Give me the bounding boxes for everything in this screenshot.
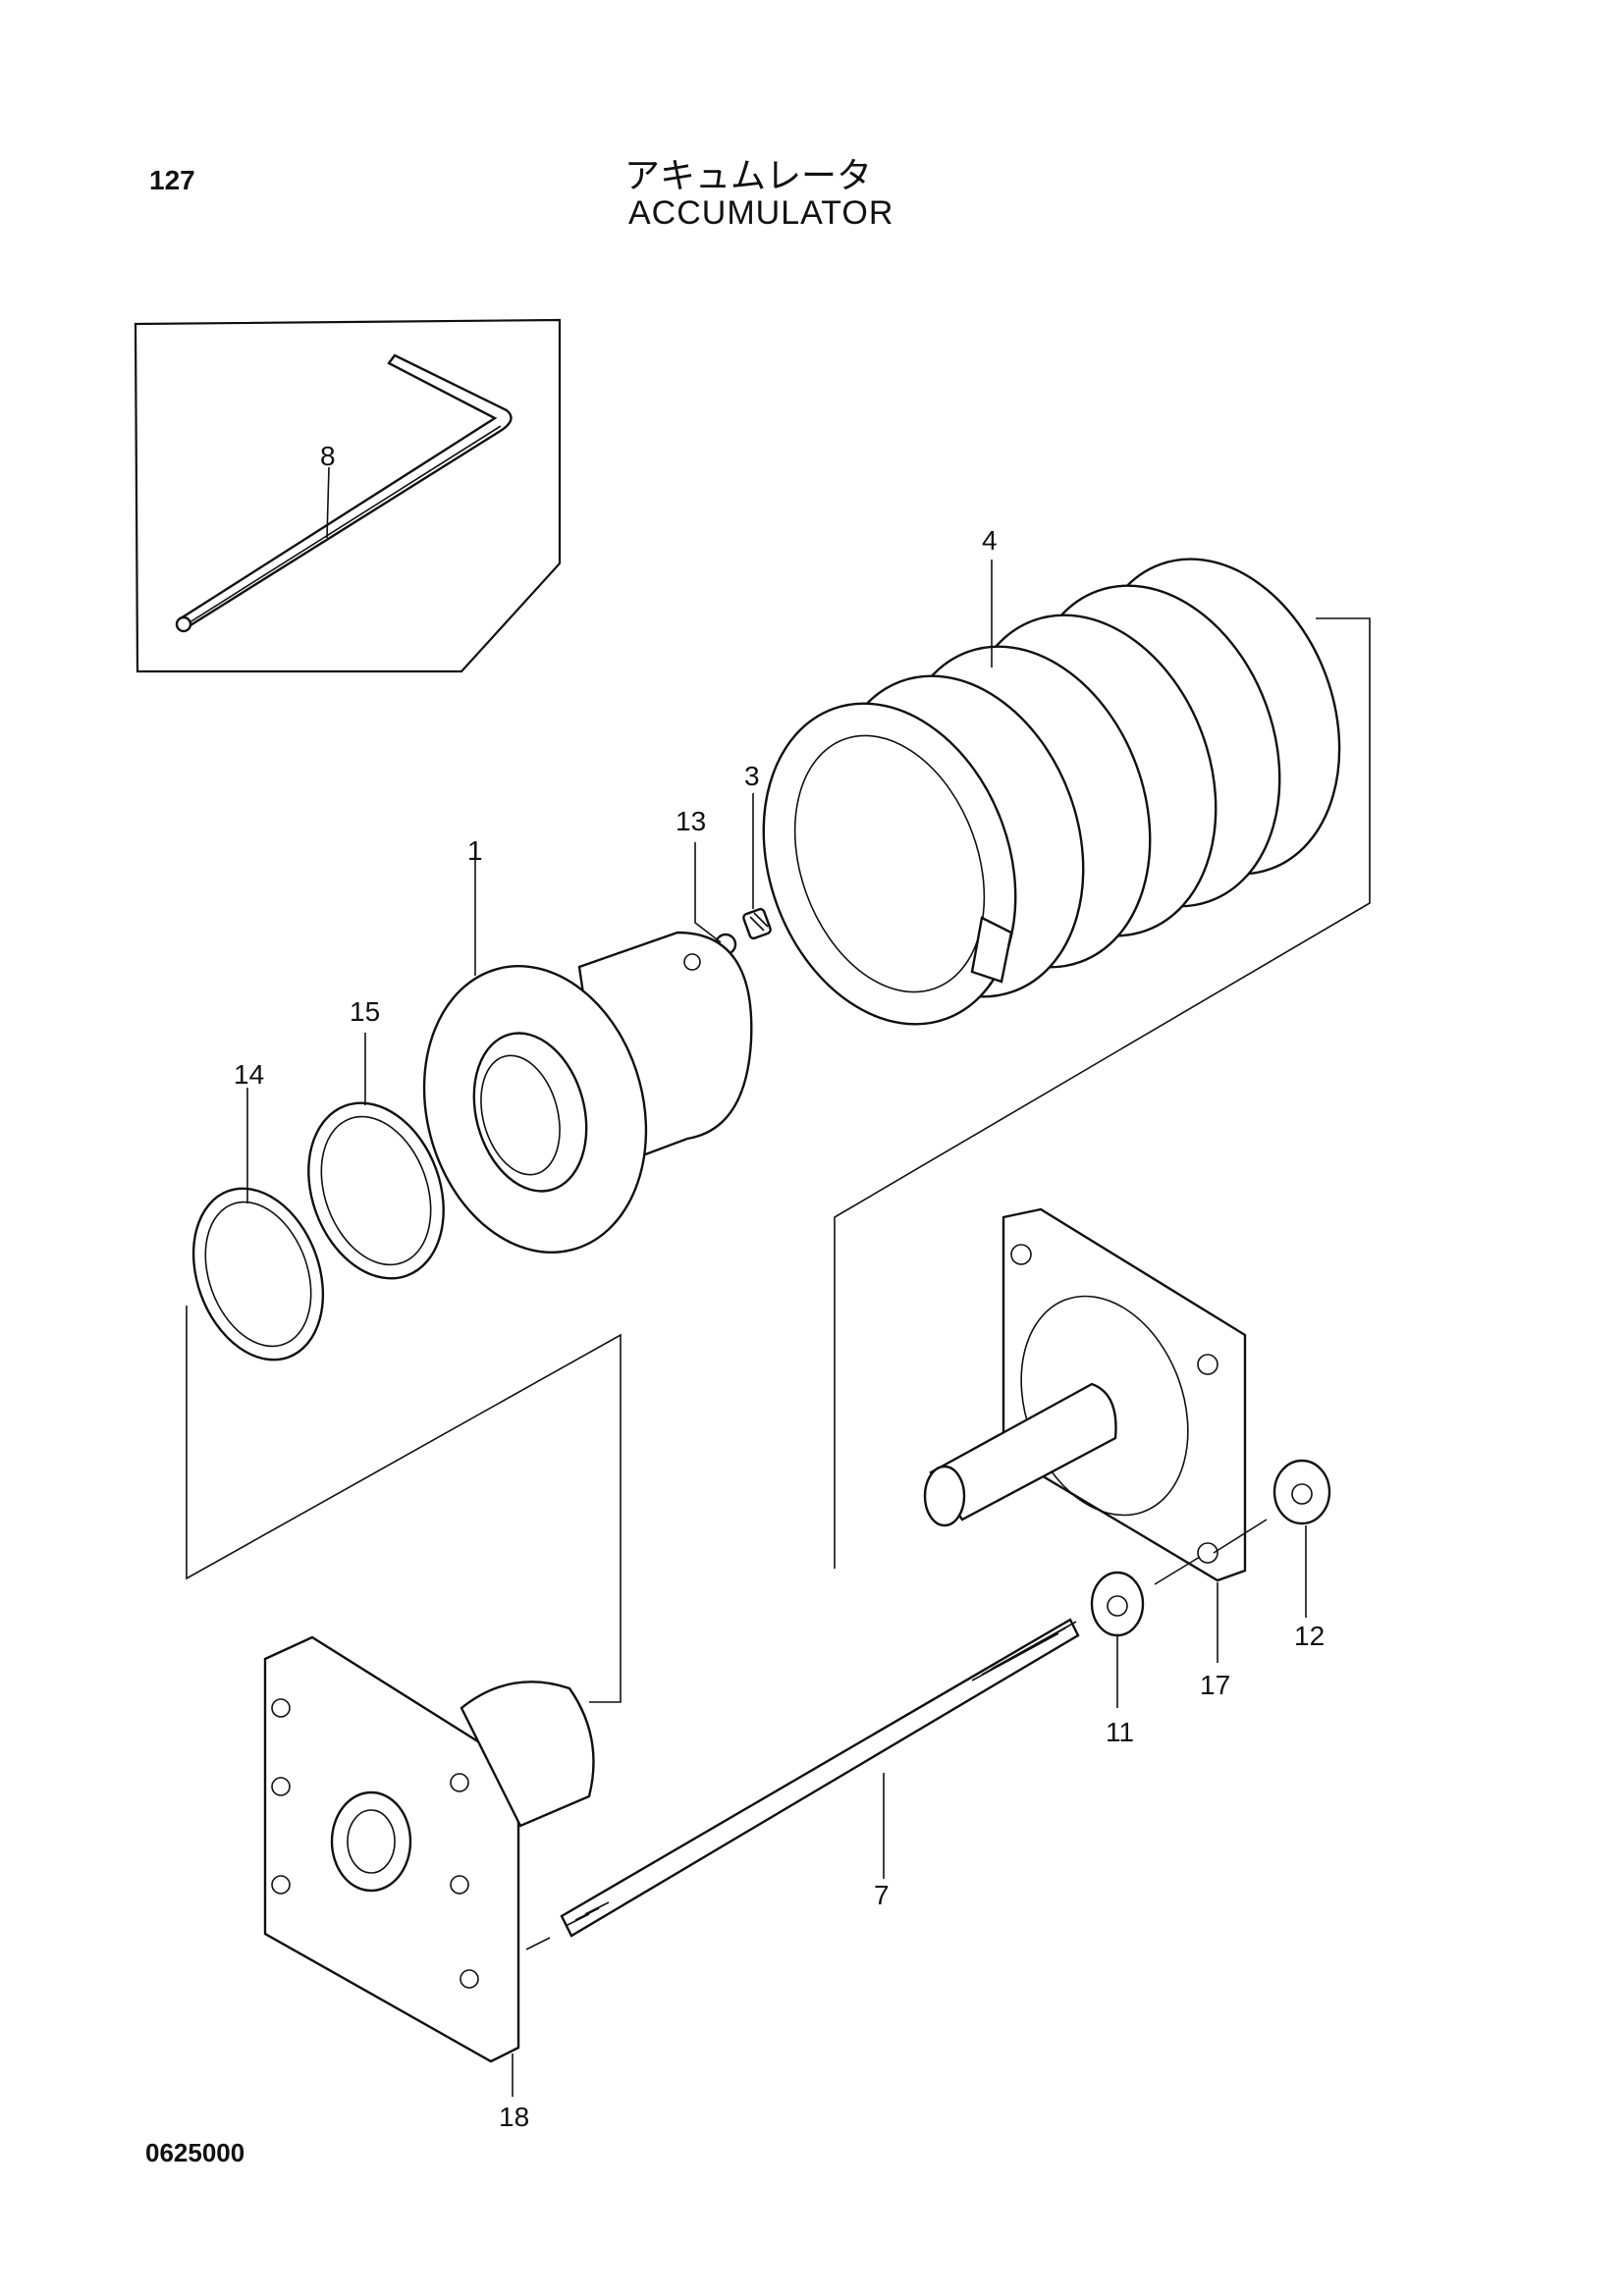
cylinder-part-1 bbox=[422, 931, 753, 1254]
callout-7: 7 bbox=[874, 1880, 890, 1910]
callout-12: 12 bbox=[1294, 1621, 1325, 1651]
title-japanese: アキュムレータ bbox=[624, 156, 873, 196]
callout-17: 17 bbox=[1200, 1670, 1230, 1700]
o-ring-part-14 bbox=[191, 1187, 325, 1362]
backup-ring-part-15 bbox=[307, 1101, 445, 1280]
base-flange-part-18 bbox=[263, 1635, 595, 2063]
callout-18: 18 bbox=[499, 2102, 529, 2132]
nut-part-11 bbox=[1090, 1571, 1145, 1637]
callout-15: 15 bbox=[350, 996, 380, 1027]
rod-part-7 bbox=[560, 1618, 1080, 1938]
callout-11: 11 bbox=[1106, 1717, 1134, 1747]
callout-3: 3 bbox=[744, 761, 760, 791]
title-english: ACCUMULATOR bbox=[628, 194, 894, 232]
callout-8: 8 bbox=[320, 441, 336, 471]
callout-4: 4 bbox=[982, 525, 998, 556]
flange-part-17 bbox=[923, 1207, 1247, 1582]
plug-part-3 bbox=[742, 907, 772, 940]
page-number: 127 bbox=[149, 165, 195, 195]
nut-part-12 bbox=[1272, 1459, 1331, 1525]
spring-part-4 bbox=[762, 558, 1341, 1026]
hex-key-part-8 bbox=[175, 353, 513, 633]
callout-13: 13 bbox=[676, 806, 706, 836]
callout-1: 1 bbox=[467, 835, 483, 866]
inset-box bbox=[134, 318, 562, 673]
drawing-code: 0625000 bbox=[145, 2138, 245, 2167]
callout-14: 14 bbox=[234, 1059, 264, 1090]
